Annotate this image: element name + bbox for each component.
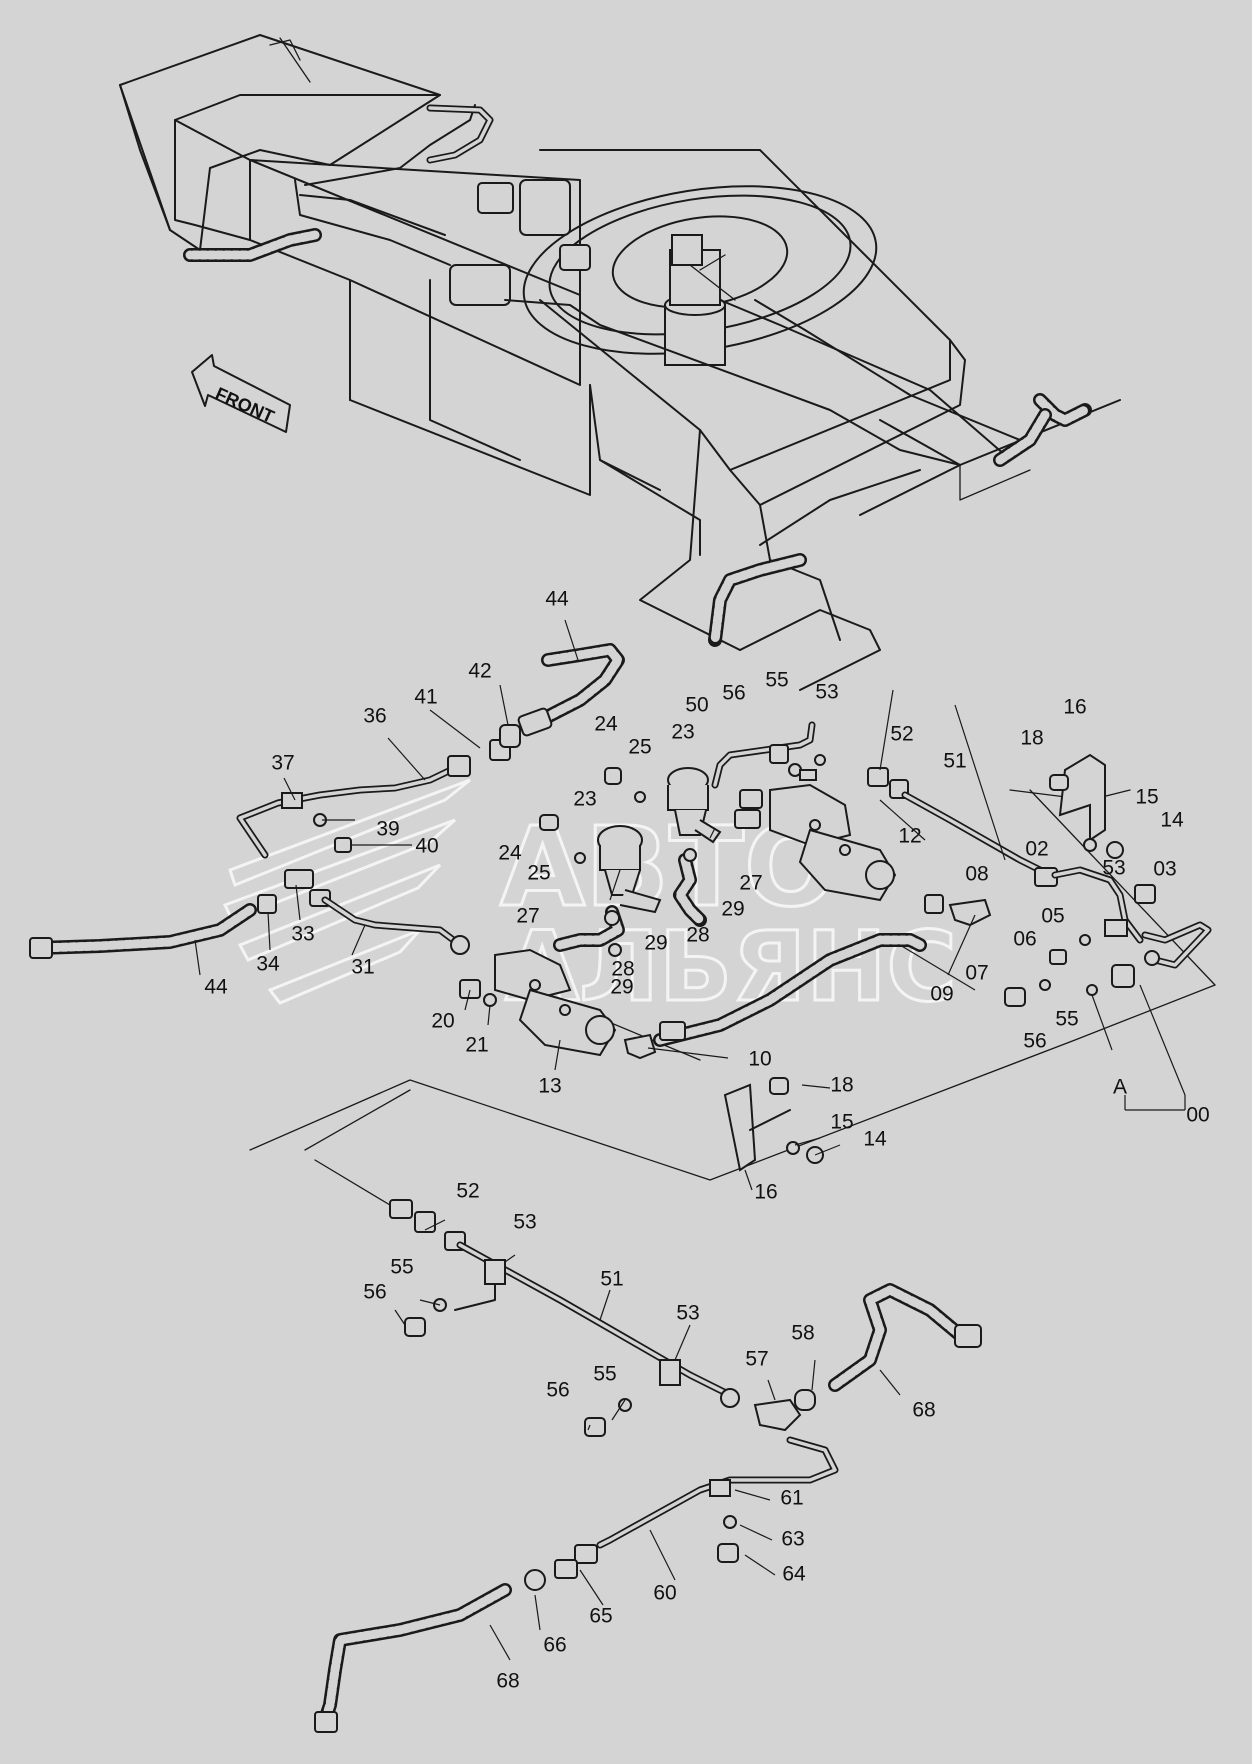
middle-piping-assembly — [29, 643, 1216, 1181]
callout-15-upper: 15 — [1135, 786, 1158, 809]
callout-55-lower-left: 55 — [390, 1256, 413, 1279]
callout-33: 33 — [291, 923, 314, 946]
callout-12: 12 — [898, 825, 921, 848]
callout-31: 31 — [351, 956, 374, 979]
callout-25-upper: 25 — [628, 736, 651, 759]
callout-53-right: 53 — [1102, 857, 1125, 880]
callout-28-lower: 28 — [611, 958, 634, 981]
callout-44-left: 44 — [204, 976, 228, 999]
callout-56-lower-left: 56 — [363, 1281, 386, 1304]
callout-21: 21 — [465, 1034, 488, 1057]
callout-27-upper: 27 — [739, 872, 762, 895]
callout-02: 02 — [1025, 838, 1048, 861]
callout-03: 03 — [1153, 858, 1176, 881]
callout-07: 07 — [965, 962, 988, 985]
callout-15-lower: 15 — [830, 1111, 853, 1134]
callout-29-lower: 29 — [610, 976, 633, 999]
callout-23-upper: 23 — [671, 721, 694, 744]
callout-06: 06 — [1013, 928, 1036, 951]
callout-36: 36 — [363, 705, 386, 728]
callout-44: 44 — [545, 588, 569, 611]
callout-40: 40 — [415, 835, 438, 858]
watermark-logo-icon — [222, 778, 471, 1005]
callout-56-lower-right: 56 — [546, 1379, 569, 1402]
callout-52-lower: 52 — [456, 1180, 479, 1203]
callout-56-right: 56 — [1023, 1030, 1046, 1053]
callout-50: 50 — [685, 694, 708, 717]
callout-55-right: 55 — [1055, 1008, 1078, 1031]
callout-16-upper: 16 — [1063, 696, 1086, 719]
callout-16-lower: 16 — [754, 1181, 777, 1204]
callout-A: A — [1113, 1076, 1127, 1099]
callout-25-lower: 25 — [527, 862, 550, 885]
callout-53-lower-left: 53 — [513, 1211, 536, 1234]
callout-24-upper: 24 — [594, 713, 618, 736]
callout-65: 65 — [589, 1605, 612, 1628]
callout-24-lower: 24 — [498, 842, 522, 865]
callout-39: 39 — [376, 818, 399, 841]
callout-20: 20 — [431, 1010, 454, 1033]
callout-37: 37 — [271, 752, 294, 775]
callout-66: 66 — [543, 1634, 566, 1657]
callout-53-lower-right: 53 — [676, 1302, 699, 1325]
callout-08: 08 — [965, 863, 988, 886]
upper-frame-assembly — [119, 34, 1121, 691]
callout-23-lower: 23 — [573, 788, 596, 811]
callout-18-lower: 18 — [830, 1074, 853, 1097]
callout-64: 64 — [782, 1563, 806, 1586]
callout-29-mid: 29 — [644, 932, 667, 955]
callout-leaders — [194, 619, 1186, 1661]
callout-61: 61 — [780, 1487, 803, 1510]
arrow-left-icon — [191, 354, 291, 433]
callout-58: 58 — [791, 1322, 814, 1345]
callout-60: 60 — [653, 1582, 676, 1605]
callout-55-upper: 55 — [765, 669, 788, 692]
callout-13: 13 — [538, 1075, 561, 1098]
lower-piping-assembly — [314, 1159, 982, 1733]
callout-27-lower: 27 — [516, 905, 539, 928]
callout-14-lower: 14 — [863, 1128, 887, 1151]
callout-29-upper: 29 — [721, 898, 744, 921]
callout-51-upper: 51 — [943, 750, 966, 773]
callout-53-upper: 53 — [815, 681, 838, 704]
front-direction-arrow: FRONT — [191, 354, 291, 433]
callout-42: 42 — [468, 660, 491, 683]
callout-34: 34 — [256, 953, 280, 976]
callout-05: 05 — [1041, 905, 1064, 928]
callout-68-left: 68 — [496, 1670, 519, 1693]
callout-56-upper: 56 — [722, 682, 745, 705]
callout-57: 57 — [745, 1348, 768, 1371]
callout-52-upper: 52 — [890, 723, 913, 746]
callout-labels: 44 42 41 36 37 39 40 33 34 44 31 20 21 1… — [204, 588, 1209, 1693]
callout-14-upper: 14 — [1160, 809, 1184, 832]
front-label: FRONT — [212, 383, 277, 426]
callout-55-lower-right: 55 — [593, 1363, 616, 1386]
callout-09: 09 — [930, 983, 953, 1006]
callout-18-upper: 18 — [1020, 727, 1043, 750]
callout-28-upper: 28 — [686, 924, 709, 947]
callout-68-right: 68 — [912, 1399, 935, 1422]
callout-10: 10 — [748, 1048, 771, 1071]
callout-00: 00 — [1186, 1104, 1209, 1127]
callout-63: 63 — [781, 1528, 804, 1551]
callout-41: 41 — [414, 686, 437, 709]
callout-51-lower: 51 — [600, 1268, 623, 1291]
